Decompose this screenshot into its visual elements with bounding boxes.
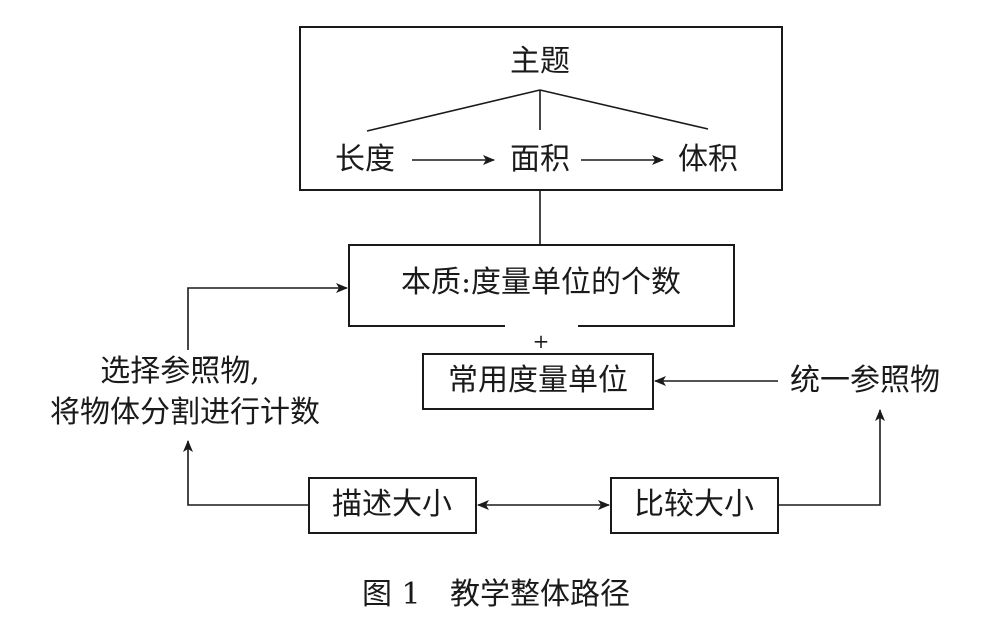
select-reference-line1: 选择参照物, xyxy=(100,354,260,389)
theme-branch-left xyxy=(366,89,541,132)
caption-label: 图 1 xyxy=(362,577,421,612)
common-units-box xyxy=(422,353,654,410)
plus-sign: + xyxy=(532,329,550,353)
progression-length: 长度 xyxy=(335,142,395,177)
compare-size-label: 比较大小 xyxy=(634,487,754,522)
progression-volume: 体积 xyxy=(678,142,738,177)
arrow-describe-to-select xyxy=(183,440,309,506)
select-reference-line2: 将物体分割进行计数 xyxy=(50,395,320,430)
unify-reference-label: 统一参照物 xyxy=(790,363,940,398)
describe-size-label: 描述大小 xyxy=(332,487,452,522)
arrow-select-to-essence xyxy=(187,283,348,350)
common-units-label: 常用度量单位 xyxy=(448,363,628,398)
essence-label: 本质:度量单位的个数 xyxy=(400,265,682,300)
caption-text: 教学整体路径 xyxy=(450,577,630,612)
theme-branch-right xyxy=(539,89,709,130)
essence-box xyxy=(348,244,735,327)
arrow-compare-to-unify xyxy=(778,409,885,506)
progression-area: 面积 xyxy=(510,142,570,177)
theme-box xyxy=(299,26,783,191)
theme-title: 主题 xyxy=(510,44,570,79)
